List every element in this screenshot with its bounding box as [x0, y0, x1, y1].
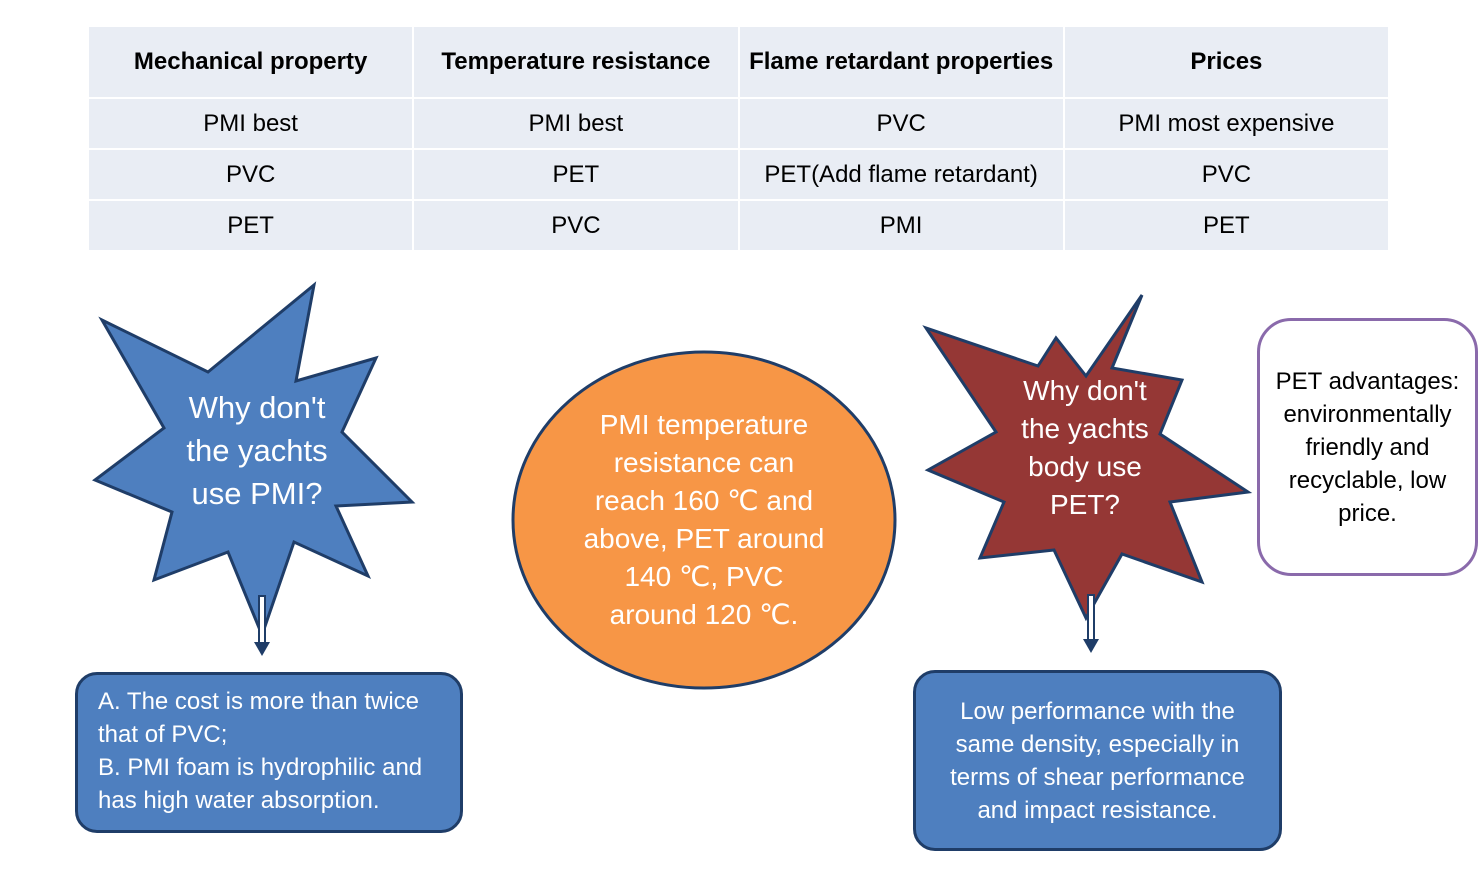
table-cell: PMI [737, 199, 1065, 252]
pet-advantages-text: PET advantages: environmentally friendly… [1275, 367, 1460, 527]
table-cell: PMI best [412, 97, 740, 150]
table-header-cell: Temperature resistance [412, 25, 740, 99]
star-shape-right [922, 294, 1253, 622]
star-right-line: PET? [1049, 489, 1120, 520]
table-cell: PET(Add flame retardant) [737, 148, 1065, 201]
table-header-row: Mechanical property Temperature resistan… [86, 25, 1391, 99]
pet-advantages-box: PET advantages: environmentally friendly… [1257, 318, 1478, 576]
pmi-reasons-box: A. The cost is more than twice that of P… [75, 672, 463, 833]
down-arrow-icon [254, 595, 270, 656]
temperature-line: 140 ℃, PVC [624, 561, 784, 592]
star-right-line: the yachts [1021, 413, 1149, 444]
temperature-line: resistance can [613, 447, 795, 478]
table-cell: PMI most expensive [1062, 97, 1391, 150]
comparison-table: Mechanical property Temperature resistan… [86, 25, 1391, 252]
star-right-line: body use [1028, 451, 1142, 482]
table-cell: PVC [86, 148, 415, 201]
star-right-polygon [922, 294, 1253, 622]
star-left-line: Why don't [188, 389, 326, 425]
table-cell: PMI best [86, 97, 415, 150]
table-row: PMI best PMI best PVC PMI most expensive [86, 97, 1391, 150]
pet-reason-text: Low performance with the same density, e… [950, 697, 1245, 824]
star-left-label: Why don't the yachts use PMI? [150, 380, 364, 520]
star-right-line: Why don't [1023, 375, 1147, 406]
star-left-line: the yachts [186, 432, 328, 468]
star-right-label: Why don't the yachts body use PET? [996, 372, 1174, 524]
pmi-reason-line: B. PMI foam is hydrophilic and [98, 754, 423, 781]
table-cell: PVC [737, 97, 1065, 150]
star-left-line: use PMI? [191, 475, 323, 511]
table-header-cell: Prices [1062, 25, 1391, 99]
temperature-line: above, PET around [583, 523, 825, 554]
temperature-label: PMI temperature resistance can reach 160… [560, 395, 848, 645]
pet-reasons-box: Low performance with the same density, e… [913, 670, 1282, 851]
temperature-line: reach 160 ℃ and [594, 485, 814, 516]
pmi-reason-line: A. The cost is more than twice [98, 688, 420, 715]
table-cell: PET [1062, 199, 1391, 252]
pmi-reason-line: that of PVC; [98, 721, 228, 748]
table-cell: PVC [1062, 148, 1391, 201]
table-row: PVC PET PET(Add flame retardant) PVC [86, 148, 1391, 201]
table-row: PET PVC PMI PET [86, 199, 1391, 252]
table-header-cell: Flame retardant properties [737, 25, 1065, 99]
down-arrow-icon [1083, 594, 1099, 653]
table-cell: PVC [412, 199, 740, 252]
table-cell: PET [412, 148, 740, 201]
temperature-line: PMI temperature [599, 409, 809, 440]
pmi-reason-line: has high water absorption. [98, 787, 380, 814]
temperature-line: around 120 ℃. [609, 599, 799, 630]
temperature-ellipse [511, 350, 897, 690]
table-header-cell: Mechanical property [86, 25, 415, 99]
table-cell: PET [86, 199, 415, 252]
